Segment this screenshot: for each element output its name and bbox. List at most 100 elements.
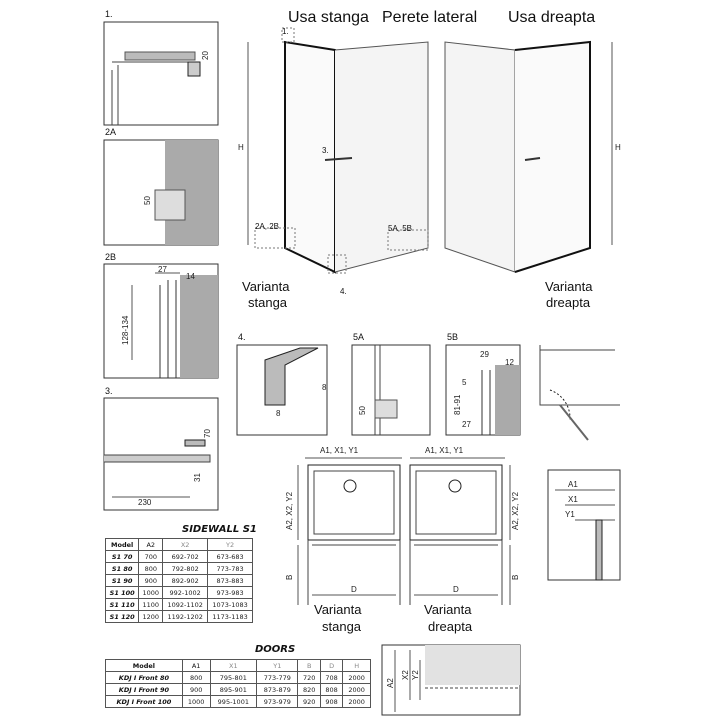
model-cell: S1 70 <box>104 550 140 563</box>
svg-text:A2, X2, Y2: A2, X2, Y2 <box>285 491 294 530</box>
svg-text:4.: 4. <box>340 287 347 296</box>
svg-text:dreapta: dreapta <box>428 619 473 634</box>
svg-text:X1: X1 <box>568 495 578 504</box>
svg-text:2A, 2B: 2A, 2B <box>255 222 279 231</box>
model-cell: KDJ I Front 80 <box>105 671 183 684</box>
detail-2a: 2A 50 <box>103 127 219 246</box>
value-cell: 1173-1183 <box>207 610 253 623</box>
svg-text:A2, X2, Y2: A2, X2, Y2 <box>511 491 520 530</box>
doors-title: DOORS <box>255 644 296 655</box>
enclosure-left-variant: H <box>238 27 429 274</box>
plan-view-detail <box>539 345 620 441</box>
enclosure-right-variant: H <box>444 40 621 273</box>
column-header: A2 <box>138 538 164 551</box>
svg-text:stanga: stanga <box>322 619 362 634</box>
svg-text:D: D <box>351 585 357 594</box>
svg-text:8: 8 <box>322 383 327 392</box>
model-cell: S1 80 <box>104 562 140 575</box>
value-cell: 1100 <box>138 598 164 611</box>
value-cell: 820 <box>297 683 321 696</box>
svg-text:1.: 1. <box>282 27 289 36</box>
svg-text:29: 29 <box>480 350 489 359</box>
svg-text:12: 12 <box>505 358 514 367</box>
svg-text:Varianta: Varianta <box>314 602 362 617</box>
value-cell: 1073-1083 <box>207 598 253 611</box>
value-cell: 808 <box>319 683 344 696</box>
svg-text:stanga: stanga <box>248 295 288 310</box>
value-cell: 673-683 <box>207 550 253 563</box>
value-cell: 773-783 <box>207 562 253 575</box>
svg-text:14: 14 <box>186 272 195 281</box>
svg-text:Varianta: Varianta <box>424 602 472 617</box>
svg-text:5A: 5A <box>353 332 364 342</box>
svg-text:230: 230 <box>138 498 152 507</box>
column-header: Y2 <box>207 538 253 551</box>
svg-text:2B: 2B <box>105 252 116 262</box>
value-cell: 900 <box>181 683 211 696</box>
svg-text:2A: 2A <box>105 127 116 137</box>
value-cell: 995-1001 <box>209 695 258 708</box>
detail-4: 4. 8 8 <box>236 332 328 436</box>
value-cell: 1192-1202 <box>162 610 209 623</box>
model-cell: S1 110 <box>104 598 140 611</box>
svg-text:Usa dreapta: Usa dreapta <box>508 9 595 26</box>
svg-text:D: D <box>453 585 459 594</box>
value-cell: 708 <box>319 671 344 684</box>
svg-text:A2: A2 <box>386 678 395 688</box>
svg-text:B: B <box>285 575 294 580</box>
model-cell: S1 90 <box>104 574 140 587</box>
svg-text:Y2: Y2 <box>411 670 420 680</box>
svg-text:Varianta: Varianta <box>545 279 593 294</box>
column-header: Model <box>104 538 140 551</box>
svg-text:H: H <box>238 143 244 152</box>
model-cell: KDJ I Front 100 <box>105 695 183 708</box>
column-header: Y1 <box>256 659 299 672</box>
main-labels: Usa stanga Perete lateral Usa dreapta 1.… <box>242 9 595 310</box>
value-cell: 992-1002 <box>162 586 209 599</box>
svg-text:3.: 3. <box>322 146 329 155</box>
plan-left: A1, X1, Y1 A2, X2, Y2 B D Varianta stang… <box>285 446 402 634</box>
value-cell: 873-879 <box>256 683 299 696</box>
value-cell: 2000 <box>342 671 371 684</box>
svg-text:31: 31 <box>193 473 202 482</box>
model-cell: S1 100 <box>104 586 140 599</box>
svg-text:H: H <box>615 143 621 152</box>
column-header: B <box>297 659 321 672</box>
detail-a1-x1-y1: A1 X1 Y1 <box>547 469 621 581</box>
column-header: D <box>319 659 344 672</box>
svg-text:5A, 5B: 5A, 5B <box>388 224 412 233</box>
column-header: A1 <box>181 659 211 672</box>
value-cell: 920 <box>297 695 321 708</box>
svg-text:A1, X1, Y1: A1, X1, Y1 <box>425 446 464 455</box>
svg-text:3.: 3. <box>105 386 113 396</box>
svg-text:81-91: 81-91 <box>453 394 462 415</box>
column-header: Model <box>105 659 183 672</box>
svg-text:4.: 4. <box>238 332 246 342</box>
value-cell: 1200 <box>138 610 164 623</box>
column-header: X2 <box>162 538 209 551</box>
svg-text:27: 27 <box>462 420 471 429</box>
value-cell: 1000 <box>138 586 164 599</box>
model-cell: KDJ I Front 90 <box>105 683 183 696</box>
detail-5b: 5B 29 12 5 81-91 27 <box>445 332 521 436</box>
svg-text:Perete lateral: Perete lateral <box>382 9 477 26</box>
value-cell: 800 <box>181 671 211 684</box>
sidewall-title: SIDEWALL S1 <box>182 524 257 535</box>
svg-text:1.: 1. <box>105 9 113 19</box>
value-cell: 692-702 <box>162 550 209 563</box>
value-cell: 873-883 <box>207 574 253 587</box>
value-cell: 2000 <box>342 695 371 708</box>
svg-text:Varianta: Varianta <box>242 279 290 294</box>
value-cell: 908 <box>319 695 344 708</box>
table-header-row: Model A2 X2 Y2 <box>104 538 253 551</box>
svg-text:B: B <box>511 575 520 580</box>
